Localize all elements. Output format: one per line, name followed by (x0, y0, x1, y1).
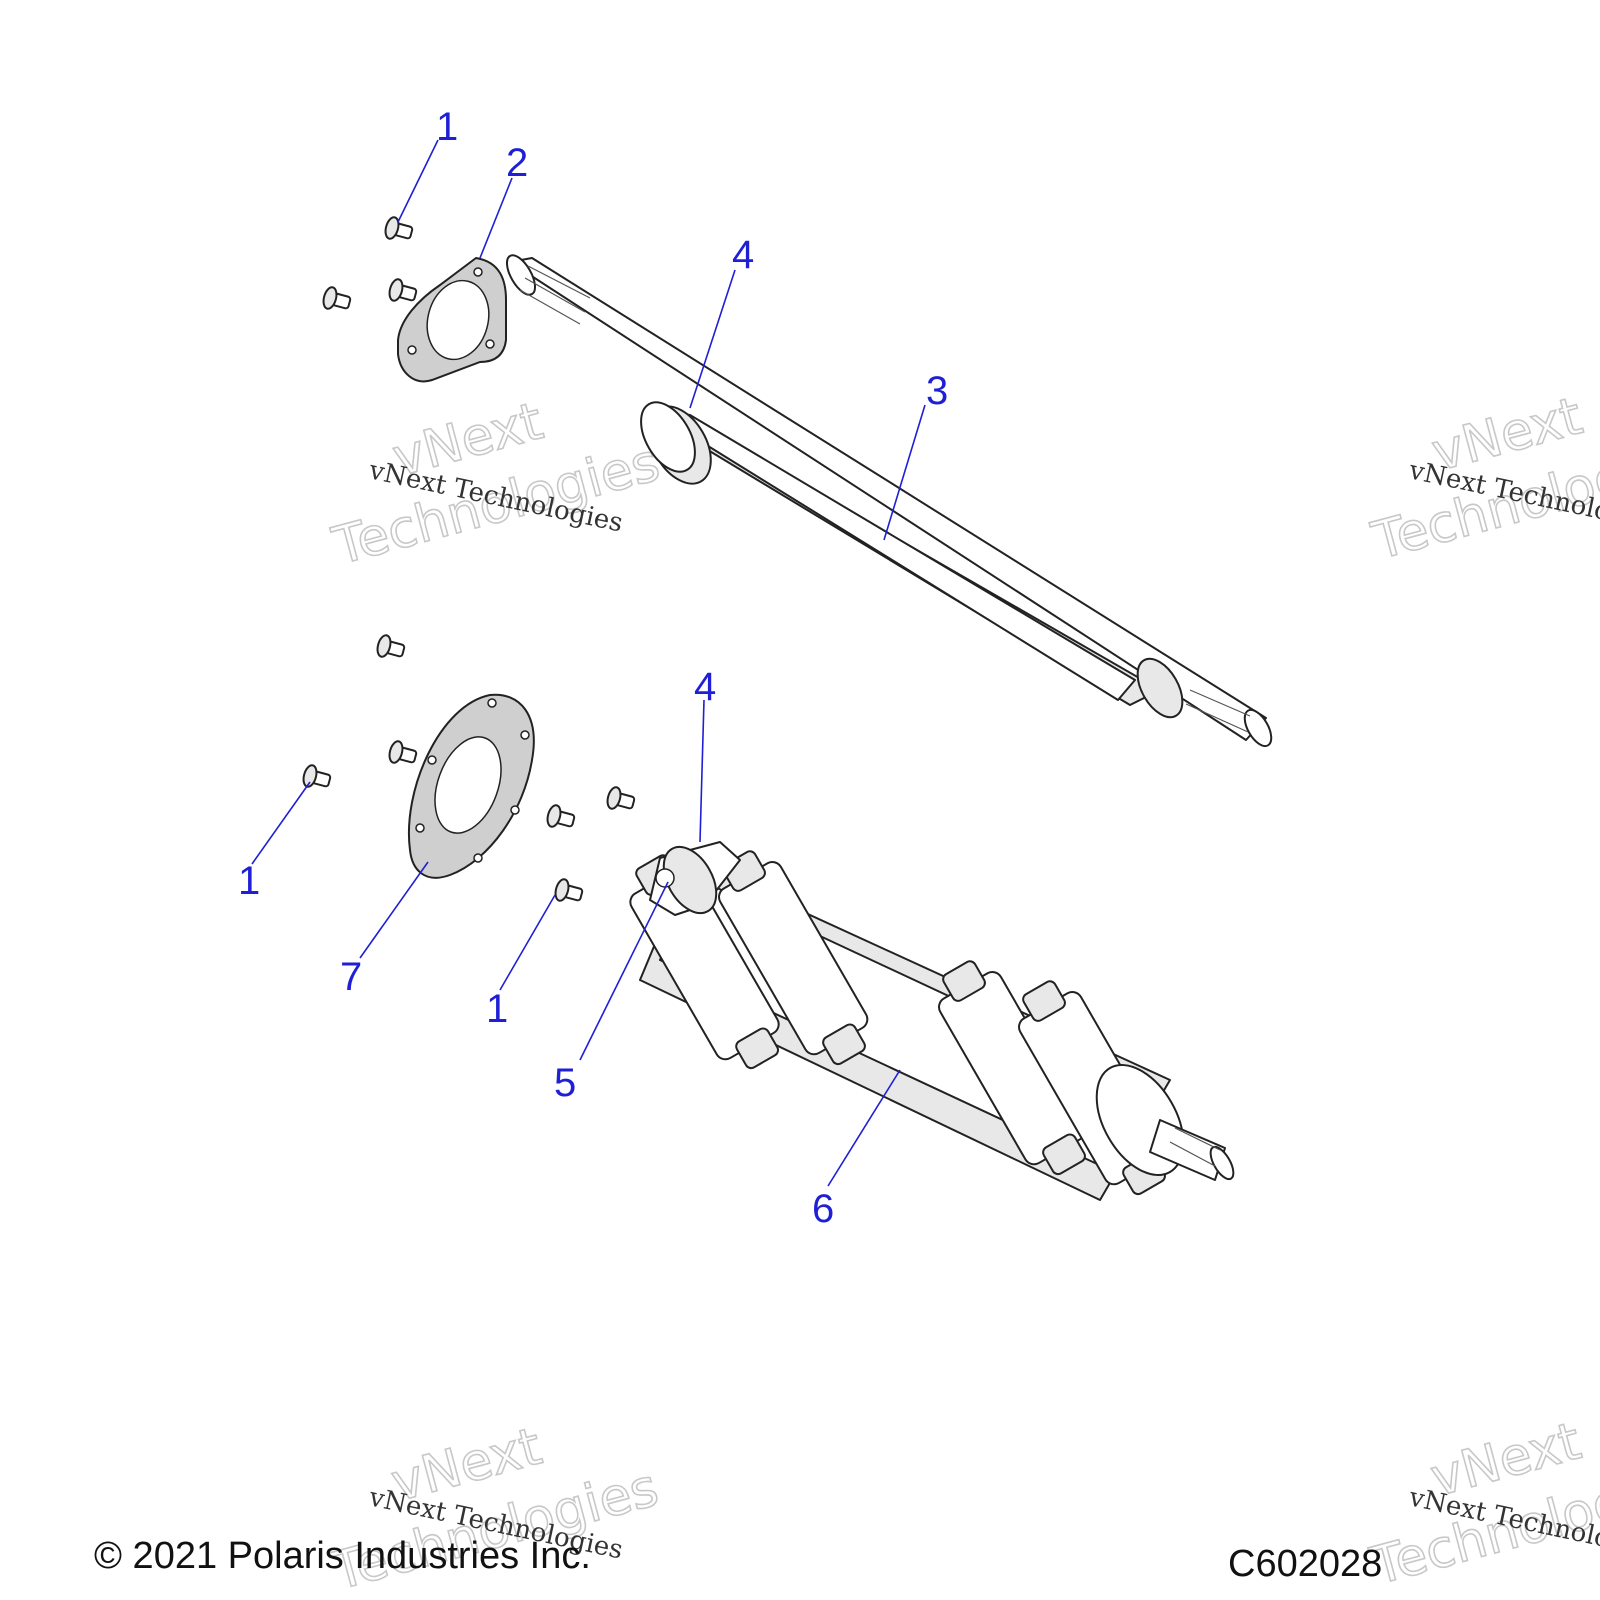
bearing-collar-part-4-upper (640, 401, 712, 485)
drive-sprocket-assembly-part-6 (629, 841, 1235, 1201)
leader-line-1b (251, 781, 311, 865)
callout-6: 6 (812, 1187, 834, 1231)
callout-4-upper: 4 (732, 233, 754, 277)
callout-3: 3 (926, 369, 948, 413)
bolt-part-1-upper-a (384, 216, 414, 240)
diagram-code: C602028 (1228, 1543, 1382, 1585)
flange-plate-part-7 (408, 693, 535, 879)
callout-5: 5 (554, 1061, 576, 1105)
leader-line-3 (883, 404, 926, 541)
watermark-top-left: vNext Technologies (326, 391, 667, 578)
leader-line-4b (699, 699, 705, 843)
watermark-top-right: vNext Technologies (1365, 386, 1600, 573)
copyright-text: © 2021 Polaris Industries Inc. (94, 1535, 591, 1577)
bolt-part-1-lower-e (546, 804, 576, 828)
callout-4-lower: 4 (694, 665, 716, 709)
bolt-part-1-lower-d (606, 786, 636, 810)
leader-line-1a (397, 139, 439, 223)
leader-line-4a (689, 269, 736, 409)
seal-part-5 (655, 868, 675, 888)
callout-1-left: 1 (238, 859, 260, 903)
bolt-part-1-upper-b (322, 286, 352, 310)
callout-7: 7 (340, 955, 362, 999)
bearing-part-4-lower (662, 845, 718, 915)
leader-line-2 (479, 177, 513, 259)
callout-2: 2 (506, 141, 528, 185)
leader-line-7 (359, 861, 429, 959)
leader-line-1c (499, 894, 556, 991)
watermark-bottom-right: vNext Technologies (1364, 1411, 1600, 1598)
leader-line-6 (827, 1069, 901, 1187)
bolt-part-1-lower-a (376, 634, 406, 658)
leader-line-5 (579, 881, 669, 1061)
callout-1-top: 1 (436, 105, 458, 149)
flange-plate-part-2 (397, 256, 507, 383)
bolt-part-1-lower-b (388, 740, 418, 764)
callout-1-bottom: 1 (486, 987, 508, 1031)
bolt-part-1-lower-f (554, 878, 584, 902)
bolt-part-1-upper-c (388, 278, 418, 302)
